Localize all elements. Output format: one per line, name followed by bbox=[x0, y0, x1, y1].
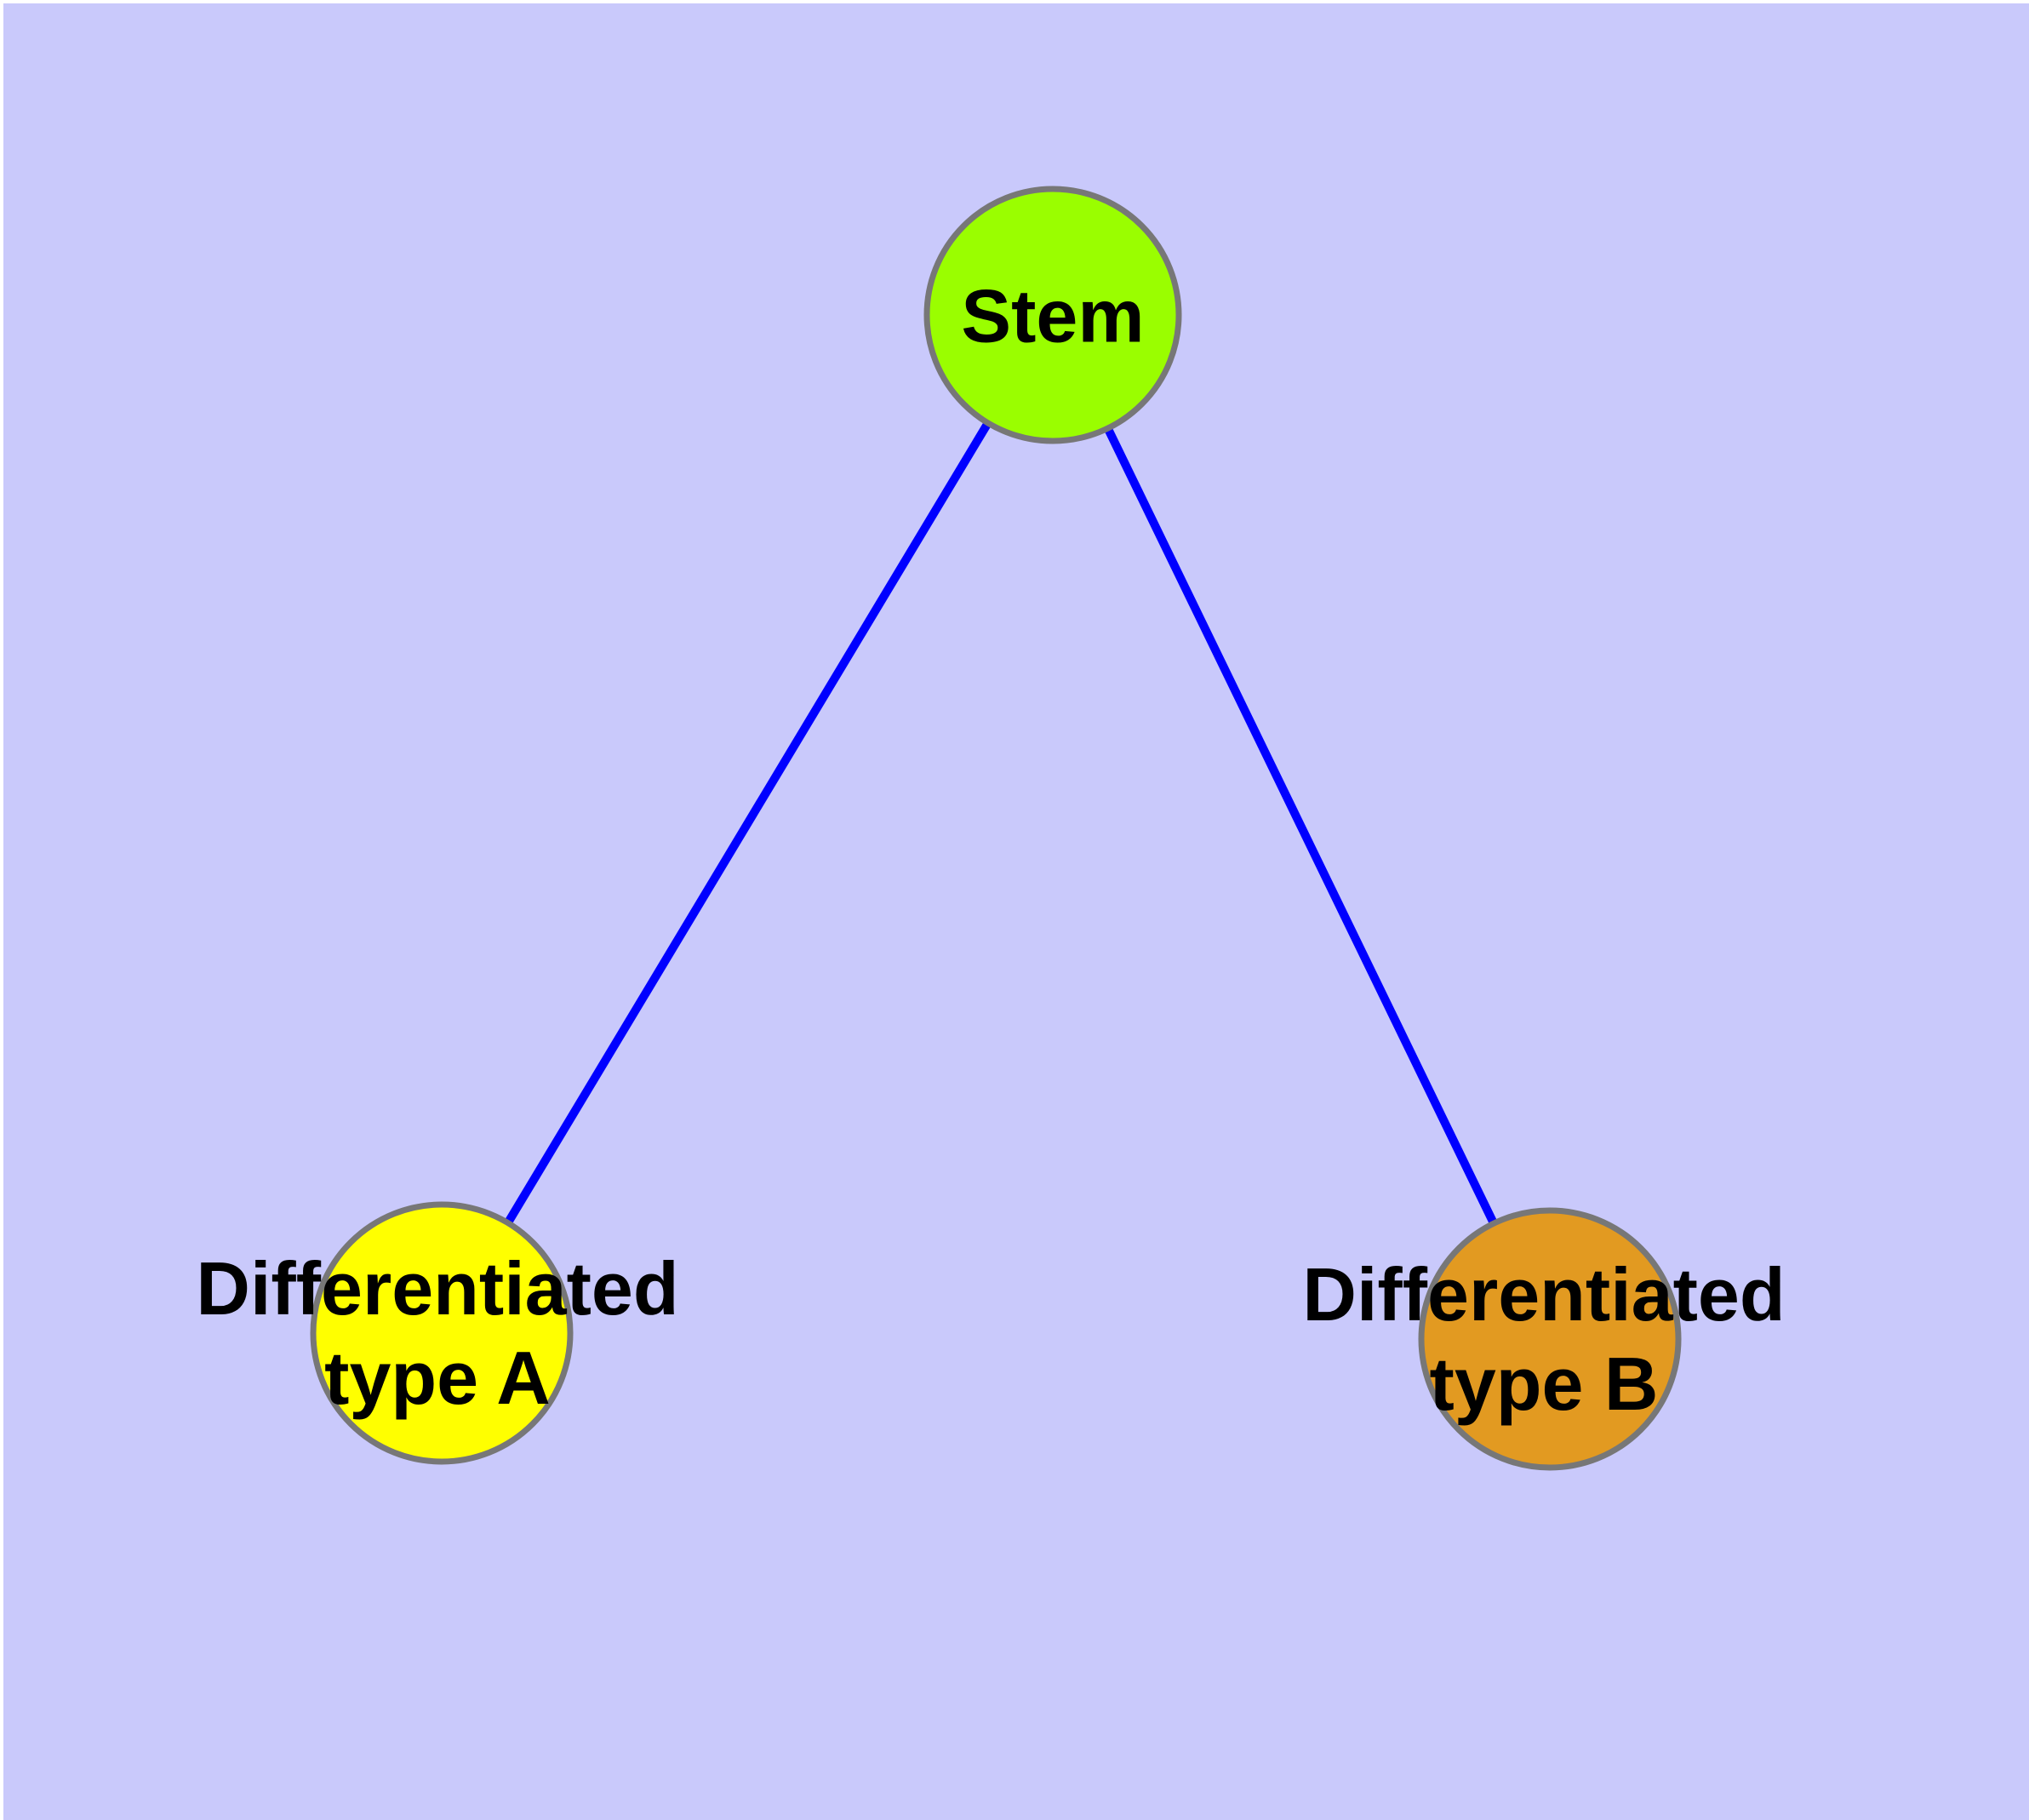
node-label-differentiated-type-b: Differentiated type B bbox=[1302, 1252, 1786, 1426]
node-stem bbox=[923, 186, 1182, 444]
node-label-differentiated-type-a: Differentiated type A bbox=[196, 1246, 679, 1420]
node-differentiated-type-b bbox=[1418, 1207, 1682, 1471]
edge-stem-to-type-a bbox=[437, 312, 1057, 1336]
node-differentiated-type-a bbox=[310, 1201, 574, 1465]
node-label-stem: Stem bbox=[961, 273, 1145, 358]
edge-stem-to-type-b bbox=[1049, 312, 1554, 1342]
